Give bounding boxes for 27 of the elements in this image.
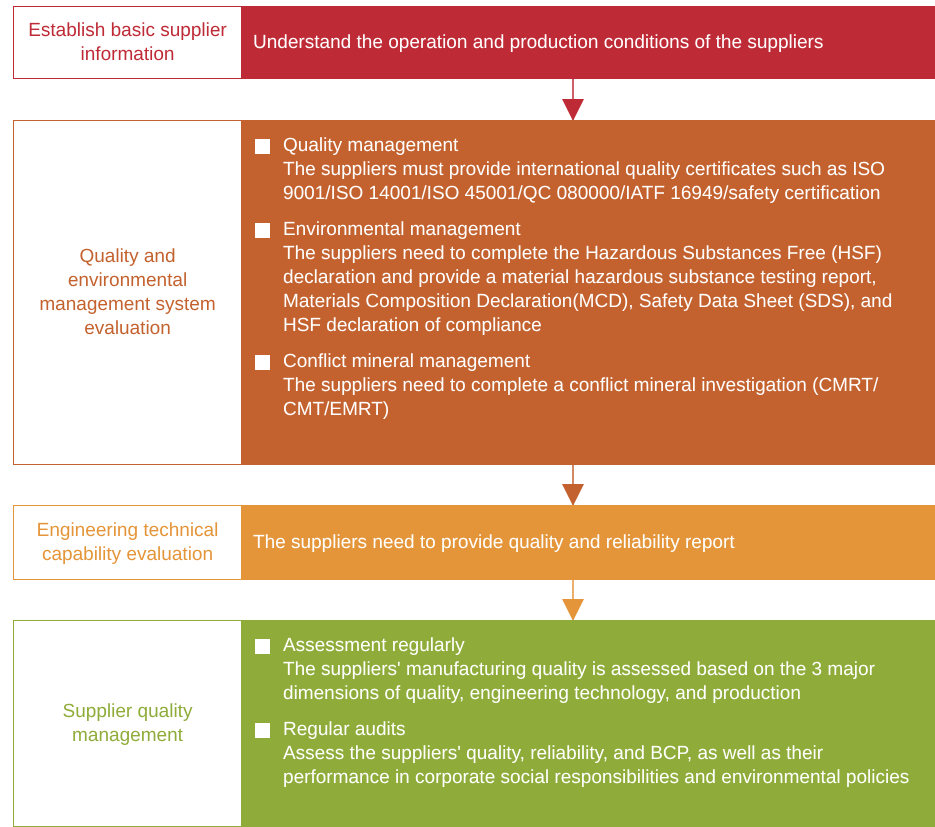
stage-label: Engineering technical capability evaluation [36,518,220,566]
item-heading: Conflict mineral management [283,350,532,374]
stage-box [13,620,242,827]
stage-box [13,505,242,580]
item-description: The suppliers need to complete a conflict mineral investigation (CMRT/ CMT/EMRT) [283,374,880,422]
stage-box [13,6,242,79]
stage-label: Supplier quality management [62,700,194,748]
item-heading: Environmental management [283,218,522,242]
description-text: Understand the operation and production conditions of the suppliers [253,30,824,54]
item-heading: Quality management [283,134,460,158]
item-heading: Regular audits [283,718,407,742]
stage-box [13,120,242,465]
arrow [562,580,584,621]
item-heading: Assessment regularly [283,634,466,658]
item-description: Assess the suppliers' quality, reliability, and BCP, as well as their performance in corporate social responsibilities and environmental policies [283,742,910,790]
item-description: The suppliers' manufacturing quality is assessed based on the 3 major dimensions of quality, engineering technology, and production [283,658,876,706]
item-description: The suppliers must provide international quality certificates such as ISO 9001/ISO 14001/ISO 45001/QC 080000/IATF 16949/safety certification [283,158,886,206]
description-text: The suppliers need to provide quality and reliability report [253,530,735,554]
detail-panel [241,6,935,79]
arrow [562,79,584,121]
detail-panel [241,505,935,580]
detail-panel [241,120,935,465]
arrow [562,465,584,506]
stage-label: Quality and environmental management system evaluation [38,244,217,340]
stage-label: Establish basic supplier information [28,18,227,66]
item-description: The suppliers need to complete the Hazardous Substances Free (HSF) declaration and provide a material hazardous substance testing report, Materials Composition Declaration(MCD), Safety Data Sheet (SDS), and HSF declaration of compliance [283,242,894,338]
detail-panel [241,620,935,827]
